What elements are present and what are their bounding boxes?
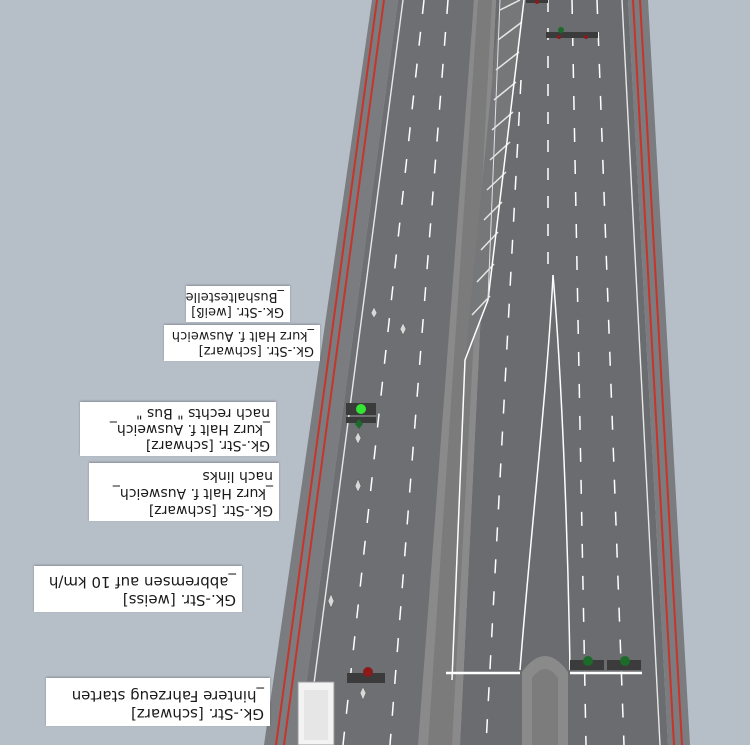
hatch-border-inner (487, 0, 501, 301)
sign-line: nach links (202, 468, 273, 484)
left-shoulder (264, 0, 398, 745)
sign-abbremsen: Gk.-Str. [weiss] _abbremsen auf 10 km/h (34, 566, 242, 612)
split-line-left (519, 274, 554, 671)
sign-hintere-fahrzeug: Gk.-Str. [schwarz] _hintere Fahrzeug sta… (46, 678, 270, 726)
sign-line: Gk.-Str. [schwarz] (145, 437, 270, 453)
lane-line (485, 79, 522, 745)
sign-line: Gk.-Str. [schwarz] (148, 502, 273, 518)
hatch-marks (471, 0, 523, 316)
sign-line: Gk.-Str. [schwarz] (198, 343, 314, 358)
left-carriageway (298, 0, 474, 745)
left-edge-line (305, 0, 404, 745)
right-edge-line (621, 0, 661, 745)
lane-line (571, 0, 587, 745)
hatch-border (451, 0, 525, 681)
sign-bushaltestelle: Gk.-Str. [weiß] _Bushaltestelle (186, 286, 290, 322)
sign-line: nach rechts " Bus " (136, 405, 270, 421)
signal-top-median (526, 0, 548, 4)
direction-marker (327, 306, 407, 701)
traffic-island-inner (532, 669, 558, 745)
signal-bus-green (346, 403, 376, 429)
red-edge-line-left (275, 0, 378, 745)
lane-line (596, 0, 625, 745)
sign-line: _hintere Fahrzeug starten (71, 687, 264, 705)
split-line-right (552, 274, 571, 671)
signal-top-right (546, 27, 598, 39)
sign-line: _kurz Halt f. Ausweich (171, 328, 314, 343)
signal-green-right-1 (570, 656, 604, 670)
sign-kurz-halt-bus: Gk.-Str. [schwarz] _kurz Halt f. Ausweic… (80, 402, 276, 456)
hatched-zone (465, 0, 524, 360)
signal-red-bottom (347, 667, 385, 683)
red-edge-line-right (632, 0, 675, 745)
sign-kurz-halt-ausweich: Gk.-Str. [schwarz] _kurz Halt f. Ausweic… (164, 325, 320, 361)
median-curb (428, 0, 492, 745)
red-edge-line-left-2 (283, 0, 385, 745)
sign-line: Gk.-Str. [schwarz] (131, 705, 264, 723)
sign-line: Gk.-Str. [weiß] (191, 304, 284, 319)
sign-line: _Bushaltestelle (185, 289, 284, 304)
sign-line: _kurz Halt f. Ausweich_ (109, 421, 270, 437)
sign-line: _abbremsen auf 10 km/h (48, 573, 236, 591)
signal-green-right-2 (607, 656, 641, 670)
red-edge-line-right-2 (639, 0, 683, 745)
vehicle-white (297, 681, 335, 745)
sign-line: _kurz Halt f. Ausweich_ (112, 485, 273, 501)
sign-kurz-halt-links: Gk.-Str. [schwarz] _kurz Halt f. Ausweic… (89, 463, 279, 521)
sign-line: Gk.-Str. [weiss] (122, 591, 236, 609)
right-carriageway (460, 0, 668, 745)
